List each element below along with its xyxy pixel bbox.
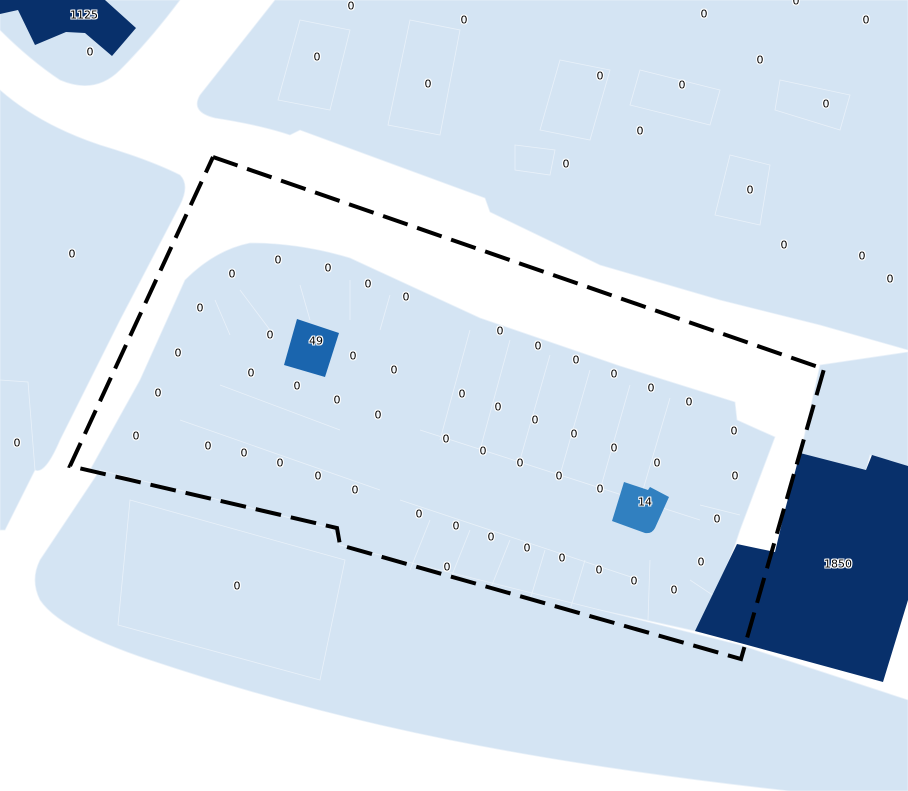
- parcel-value-label: 0: [630, 574, 638, 588]
- parcel-value-label: 0: [792, 0, 800, 8]
- parcel-value-label: 0: [647, 381, 655, 395]
- parcel-value-label: 0: [697, 555, 705, 569]
- parcel-lines: [117, 19, 851, 681]
- parcel-value-label: 0: [266, 328, 274, 342]
- parcel-value-label: 0: [610, 367, 618, 381]
- parcel-value-label: 0: [700, 7, 708, 21]
- parcel-value-label: 0: [13, 436, 21, 450]
- parcel-value-label: 0: [276, 456, 284, 470]
- parcel-value-label: 0: [610, 441, 618, 455]
- parcel-value-label: 0: [496, 324, 504, 338]
- parcel-value-label: 0: [374, 408, 382, 422]
- parcel-value-label: 0: [731, 469, 739, 483]
- land-top-right: [196, 0, 908, 351]
- parcel-value-label: 0: [196, 301, 204, 315]
- parcel-value-label: 0: [756, 53, 764, 67]
- parcel-value-label: 0: [333, 393, 341, 407]
- parcel-value-label: 0: [678, 78, 686, 92]
- parcel-value-label: 0: [132, 429, 140, 443]
- parcel-value-label: 0: [424, 77, 432, 91]
- parcel-value-label: 0: [415, 507, 423, 521]
- parcel-value-label: 0: [562, 157, 570, 171]
- parcel-value-label: 0: [443, 560, 451, 574]
- parcel-value-label: 0: [534, 339, 542, 353]
- land-bottom: [34, 469, 908, 791]
- parcel-value-label: 0: [858, 249, 866, 263]
- parcel-value-label: 0: [596, 69, 604, 83]
- parcel-value-label: 0: [240, 446, 248, 460]
- parcel-value-label: 0: [730, 424, 738, 438]
- parcel-value-label: 0: [228, 267, 236, 281]
- parcel-value-label: 0: [364, 277, 372, 291]
- land-left: [0, 89, 186, 472]
- parcel-value-label: 0: [487, 530, 495, 544]
- parcel-value-label: 0: [653, 456, 661, 470]
- parcel-value-label: 0: [822, 97, 830, 111]
- parcel-value-label: 0: [558, 551, 566, 565]
- parcel-value-label: 0: [713, 512, 721, 526]
- parcel-value-label: 0: [670, 583, 678, 597]
- parcel-value-label: 0: [595, 563, 603, 577]
- parcel-value-label: 0: [452, 519, 460, 533]
- parcel-value-label: 0: [862, 13, 870, 27]
- parcel-14-shape: [612, 482, 669, 534]
- parcel-value-label: 0: [479, 444, 487, 458]
- parcel-value-label: 0: [523, 541, 531, 555]
- parcel-14-label[interactable]: 14: [638, 495, 652, 509]
- parcel-1850-shape: [695, 453, 908, 682]
- parcel-value-label: 0: [274, 253, 282, 267]
- parcel-value-label: 0: [780, 238, 788, 252]
- parcel-value-label: 0: [174, 346, 182, 360]
- parcel-1850-label[interactable]: 1850: [824, 557, 852, 571]
- parcel-value-label: 0: [572, 353, 580, 367]
- study-area-boundary: [67, 155, 827, 662]
- parcel-value-label: 0: [516, 456, 524, 470]
- parcel-value-label: 0: [596, 482, 604, 496]
- parcel-value-label: 0: [233, 579, 241, 593]
- parcel-value-label: 0: [351, 483, 359, 497]
- land-left-bottom: [0, 379, 36, 531]
- land-right: [799, 351, 908, 471]
- parcel-value-label: 0: [313, 50, 321, 64]
- parcel-value-label: 0: [555, 469, 563, 483]
- parcel-value-label: 0: [204, 439, 212, 453]
- parcel-value-label: 0: [390, 363, 398, 377]
- parcel-value-label: 0: [494, 400, 502, 414]
- parcel-value-label: 0: [68, 247, 76, 261]
- parcel-value-label: 0: [531, 413, 539, 427]
- parcel-value-label: 0: [886, 272, 894, 286]
- parcel-value-label: 0: [685, 395, 693, 409]
- parcel-value-label: 0: [347, 0, 355, 13]
- parcel-value-label: 0: [154, 386, 162, 400]
- parcel-value-label: 0: [314, 469, 322, 483]
- parcel-value-label: 0: [746, 183, 754, 197]
- parcel-value-label: 0: [324, 261, 332, 275]
- parcel-1125-shape: [0, 0, 136, 56]
- parcel-value-label: 0: [349, 349, 357, 363]
- parcel-49-label[interactable]: 49: [309, 334, 323, 348]
- parcel-value-label: 0: [293, 379, 301, 393]
- parcel-49-shape: [284, 319, 339, 377]
- parcel-value-label: 0: [247, 366, 255, 380]
- parcel-value-label: 0: [442, 432, 450, 446]
- parcel-value-label: 0: [460, 13, 468, 27]
- parcel-value-label: 0: [402, 290, 410, 304]
- parcel-value-label: 0: [570, 427, 578, 441]
- parcel-zero-label: 0: [86, 45, 94, 59]
- parcel-1125-label[interactable]: 1125: [70, 8, 98, 22]
- parcel-value-label: 0: [458, 387, 466, 401]
- parcel-value-label: 0: [636, 124, 644, 138]
